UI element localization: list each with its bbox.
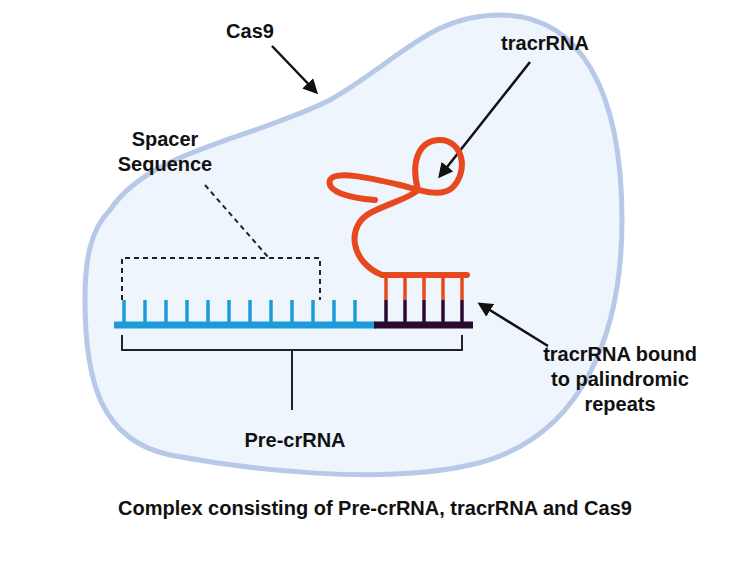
repeat-backbone	[374, 322, 473, 329]
bracket-label: Pre-crRNA	[215, 428, 375, 453]
crrna-backbone	[114, 322, 376, 329]
bracket-leader	[291, 350, 293, 410]
leader-arrow	[440, 62, 530, 176]
tracrrna-strand	[330, 140, 467, 275]
tracrrna-bases	[386, 275, 462, 300]
figure-caption: Complex consisting of Pre-crRNA, tracrRN…	[0, 496, 750, 521]
leader-arrow	[480, 304, 548, 346]
region-label: Spacer Sequence	[100, 127, 230, 177]
spacer-bases	[124, 300, 355, 325]
precrrna-bracket	[122, 335, 462, 350]
protein-label: Cas9	[200, 19, 300, 44]
rna-label: tracrRNA	[470, 31, 620, 56]
repeat-bases	[386, 300, 462, 325]
cas9-protein-outline	[85, 15, 622, 475]
dashed-bracket	[122, 258, 320, 300]
dashed-leader	[205, 185, 268, 257]
leader-arrow	[272, 46, 316, 92]
callout-label: tracrRNA bound to palindromic repeats	[536, 342, 704, 417]
